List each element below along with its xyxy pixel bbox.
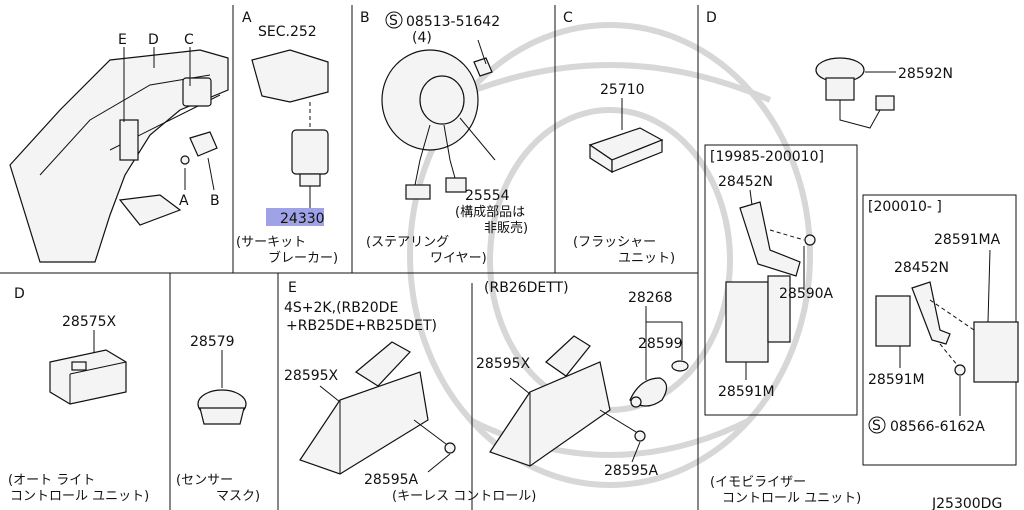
flasher-unit-drawing bbox=[588, 98, 664, 174]
section-a-header: A bbox=[242, 10, 252, 26]
screw-symbol-circle bbox=[385, 11, 403, 29]
section-b-caption-line1: (ステアリング bbox=[366, 235, 449, 250]
sensor-part-number: 28579 bbox=[190, 334, 235, 350]
box2-period: [200010- ] bbox=[868, 199, 942, 215]
box2-bracket-part: 28452N bbox=[894, 260, 949, 276]
box1-period: [19985-200010] bbox=[710, 149, 824, 165]
section-d-bottom-caption-line2: コントロール ユニット) bbox=[10, 489, 149, 504]
section-a-part-number: 24330 bbox=[280, 211, 325, 227]
section-d-bottom-header: D bbox=[14, 286, 25, 302]
section-d-bottom-part-number: 28575X bbox=[62, 314, 117, 330]
section-e-right-unit: 28595X bbox=[476, 356, 531, 372]
section-b-caption-line2: ワイヤー) bbox=[430, 251, 487, 266]
sensor-caption-line1: (センサー bbox=[176, 473, 233, 488]
box1-unit-part: 28591M bbox=[718, 384, 775, 400]
box2-unit-part: 28591M bbox=[868, 372, 925, 388]
overview-label-a: A bbox=[179, 193, 189, 209]
circuit-breaker-drawing bbox=[251, 49, 329, 208]
section-b-part-number: 25554 bbox=[465, 188, 510, 204]
section-b-bolt-ref: 08513-51642 bbox=[406, 14, 500, 30]
section-e-left-unit: 28595X bbox=[284, 368, 339, 384]
section-a-caption-line1: (サーキット bbox=[236, 235, 306, 250]
box2-screw-symbol: S bbox=[872, 418, 881, 434]
dashboard-overview bbox=[9, 47, 229, 263]
keyless-unit-left-drawing bbox=[299, 341, 456, 475]
box2-screw-part: 08566-6162A bbox=[890, 419, 985, 435]
section-e-variant-right: (RB26DETT) bbox=[484, 280, 569, 296]
section-e-right-bolt: 28595A bbox=[604, 463, 659, 479]
overview-label-e: E bbox=[118, 32, 127, 48]
section-e-caption: (キーレス コントロール) bbox=[392, 489, 536, 504]
section-e-variant-left-line1: 4S+2K,(RB20DE bbox=[284, 300, 398, 316]
section-d-antenna-part: 28592N bbox=[898, 66, 953, 82]
keyless-unit-right-drawing bbox=[489, 335, 646, 467]
diagram-code: J25300DG bbox=[931, 496, 1002, 510]
overview-label-d: D bbox=[148, 32, 159, 48]
panel-grid bbox=[0, 5, 699, 510]
section-e-key-set: 28268 bbox=[628, 290, 673, 306]
box1-bracket-part: 28452N bbox=[718, 174, 773, 190]
section-d-top-caption-line1: (イモビライザー bbox=[710, 475, 806, 490]
section-b-note-line1: (構成部品は bbox=[455, 205, 525, 220]
overview-label-c: C bbox=[184, 32, 194, 48]
section-c-header: C bbox=[563, 10, 573, 26]
section-d-top-caption-line2: コントロール ユニット) bbox=[722, 491, 861, 506]
section-d-bottom-caption-line1: (オート ライト bbox=[8, 473, 95, 488]
section-e-key-battery: 28599 bbox=[638, 336, 683, 352]
box1-bolt-part: 28590A bbox=[779, 286, 834, 302]
box2-unit-drawing bbox=[875, 249, 1019, 416]
section-e-left-bolt: 28595A bbox=[364, 472, 419, 488]
box2-screw-symbol-circle bbox=[868, 416, 886, 434]
highlighted-part-box bbox=[266, 208, 324, 226]
key-fob-drawing bbox=[629, 306, 689, 408]
section-c-caption-line2: ユニット) bbox=[618, 251, 675, 266]
period-box-1 bbox=[704, 144, 858, 416]
auto-light-unit-drawing bbox=[49, 330, 127, 405]
sensor-caption-line2: マスク) bbox=[216, 489, 260, 504]
section-b-screw-symbol: S bbox=[389, 13, 398, 29]
section-b-note-line2: 非販売) bbox=[484, 220, 528, 236]
section-a-sec-ref: SEC.252 bbox=[258, 24, 317, 40]
section-a-caption-line2: ブレーカー) bbox=[268, 250, 338, 266]
overview-label-b: B bbox=[210, 193, 220, 209]
section-d-top-header: D bbox=[706, 10, 717, 26]
section-c-caption-line1: (フラッシャー bbox=[573, 235, 656, 250]
antenna-ring-drawing bbox=[815, 57, 896, 129]
section-e-variant-left-line2: +RB25DE+RB25DET) bbox=[286, 318, 437, 334]
sensor-mask-drawing bbox=[197, 350, 247, 425]
spiral-cable-drawing bbox=[381, 39, 496, 200]
section-e-header: E bbox=[288, 280, 297, 296]
section-b-bolt-qty: (4) bbox=[412, 30, 432, 46]
section-c-part-number: 25710 bbox=[600, 82, 645, 98]
section-b-header: B bbox=[360, 10, 370, 26]
box1-unit-drawing bbox=[725, 189, 816, 380]
box2-ma-part: 28591MA bbox=[934, 232, 1001, 248]
